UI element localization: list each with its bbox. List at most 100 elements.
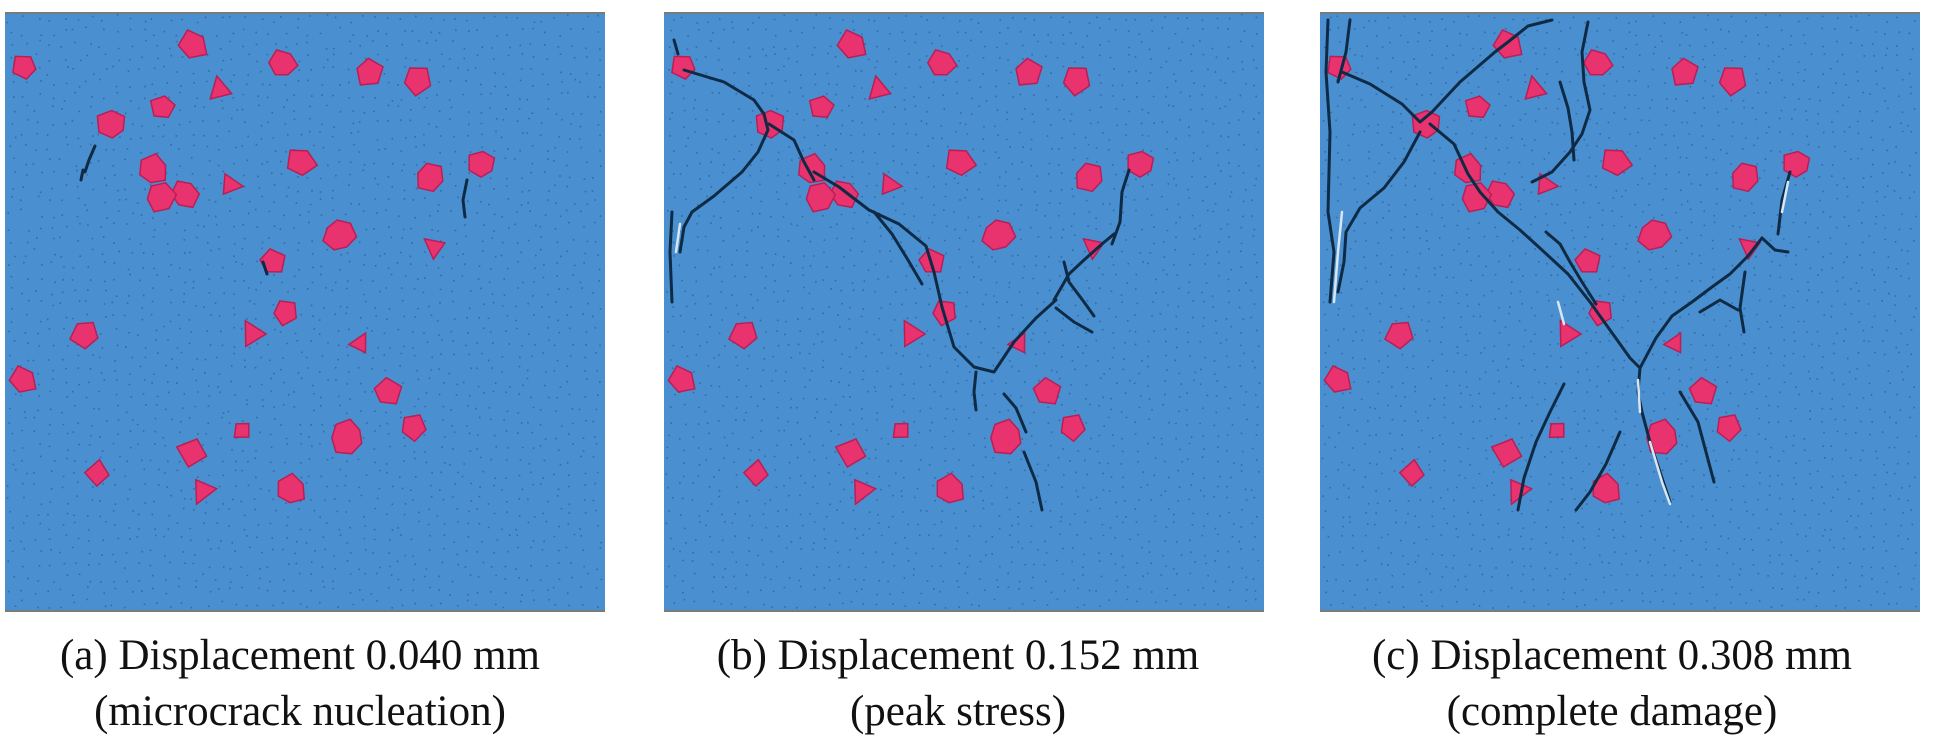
aggregate-particle [1548,422,1565,439]
aggregate-particle [1082,237,1106,261]
aggregate-particle [331,418,363,455]
crack [1022,450,1044,512]
crack [1052,232,1116,302]
aggregate-particle [981,219,1017,251]
matrix-a [5,12,605,612]
aggregate-particle [854,478,878,506]
caption-a-line2: (microcrack nucleation) [94,688,506,735]
aggregate-particle [1461,181,1493,213]
crack [767,122,816,182]
aggregate-particle [373,376,403,405]
crack [1760,236,1790,254]
crack [1062,260,1096,318]
aggregate-particle [83,458,110,488]
aggregate-particle [1464,95,1491,119]
aggregate-particle [1601,149,1634,177]
aggregate-particle [1032,376,1062,405]
aggregate-particle [1574,247,1601,273]
aggregate-particle [1060,414,1086,443]
aggregate-particle [146,181,178,213]
aggregate-particle [892,422,909,439]
aggregate-particle [195,478,219,506]
specimen-c [1320,12,1920,612]
aggregate-particle [1732,162,1759,193]
crack [1054,306,1094,334]
caption-b-line1: (b) Displacement 0.152 mm [716,632,1200,679]
aggregate-particle [8,365,37,393]
aggregate-particle [259,247,286,273]
cracks-b [668,38,1131,512]
crack [1516,382,1566,512]
crack [83,144,97,174]
crack [678,68,770,254]
crack [461,178,469,219]
aggregate-particle [836,29,867,59]
aggregate-particle [1662,331,1682,354]
crack [972,370,978,412]
aggregates-a [8,29,496,506]
aggregate-particle [903,319,927,348]
specimen-panel-a [5,12,605,612]
crack [1544,230,1598,306]
crack [1698,298,1740,314]
aggregate-particle [468,150,496,178]
aggregate-particle [881,172,904,196]
aggregate-particle [12,55,37,81]
matrix-dots-b [665,13,1261,610]
crack [812,170,1058,374]
aggregates-b [667,29,1155,506]
specimen-a [5,12,605,612]
aggregate-particle [990,418,1022,455]
aggregate-particle [175,438,208,469]
aggregate-particle [1076,162,1103,193]
matrix-c [1320,12,1920,612]
crack [1428,122,1642,370]
aggregate-particle [401,414,427,443]
specimen-panel-c [1320,12,1920,612]
crack [1530,20,1592,184]
aggregate-particle [1718,67,1747,97]
aggregate-particle [1688,376,1718,405]
aggregate-particle [273,300,297,327]
aggregate-particle [1127,150,1155,178]
crack-opening [1332,210,1344,304]
aggregate-particle [423,237,447,261]
crack-opening [1648,440,1672,506]
crack [1574,430,1622,512]
crack-opening [1780,180,1790,214]
aggregate-particle [742,458,769,488]
matrix-dots-a [6,14,603,609]
caption-b: (b) Displacement 0.152 mm (peak stress) [658,628,1258,740]
crack [1002,392,1028,434]
caption-a-line1: (a) Displacement 0.040 mm [59,632,541,679]
caption-c-line2: (complete damage) [1446,688,1778,735]
aggregate-particle [1490,438,1523,469]
aggregate-particle [1738,237,1762,261]
aggregate-particle [808,95,835,119]
caption-b-line2: (peak stress) [849,688,1067,735]
aggregate-particle [727,321,758,350]
aggregate-particle [347,331,367,354]
aggregate-particle [267,49,299,76]
aggregate-particle [1323,365,1352,393]
aggregate-particle [945,149,978,177]
aggregate-particle [1671,57,1699,86]
crack-opening [674,222,682,254]
aggregate-particle [233,422,250,439]
specimen-panel-b [664,12,1264,612]
aggregate-particle [222,172,245,196]
aggregate-particle [868,74,892,101]
crack [1738,270,1747,334]
crack [672,38,680,56]
cracks-a [79,144,469,276]
aggregate-particle [1637,219,1673,251]
aggregate-particle [139,152,167,184]
aggregate-particle [667,365,696,393]
aggregate-particle [1398,458,1425,488]
aggregate-particle [286,149,319,177]
aggregate-particle [277,472,305,504]
aggregate-particle [244,319,268,348]
aggregate-particle [68,321,99,350]
aggregate-particle [96,109,126,139]
crack [1336,130,1422,294]
